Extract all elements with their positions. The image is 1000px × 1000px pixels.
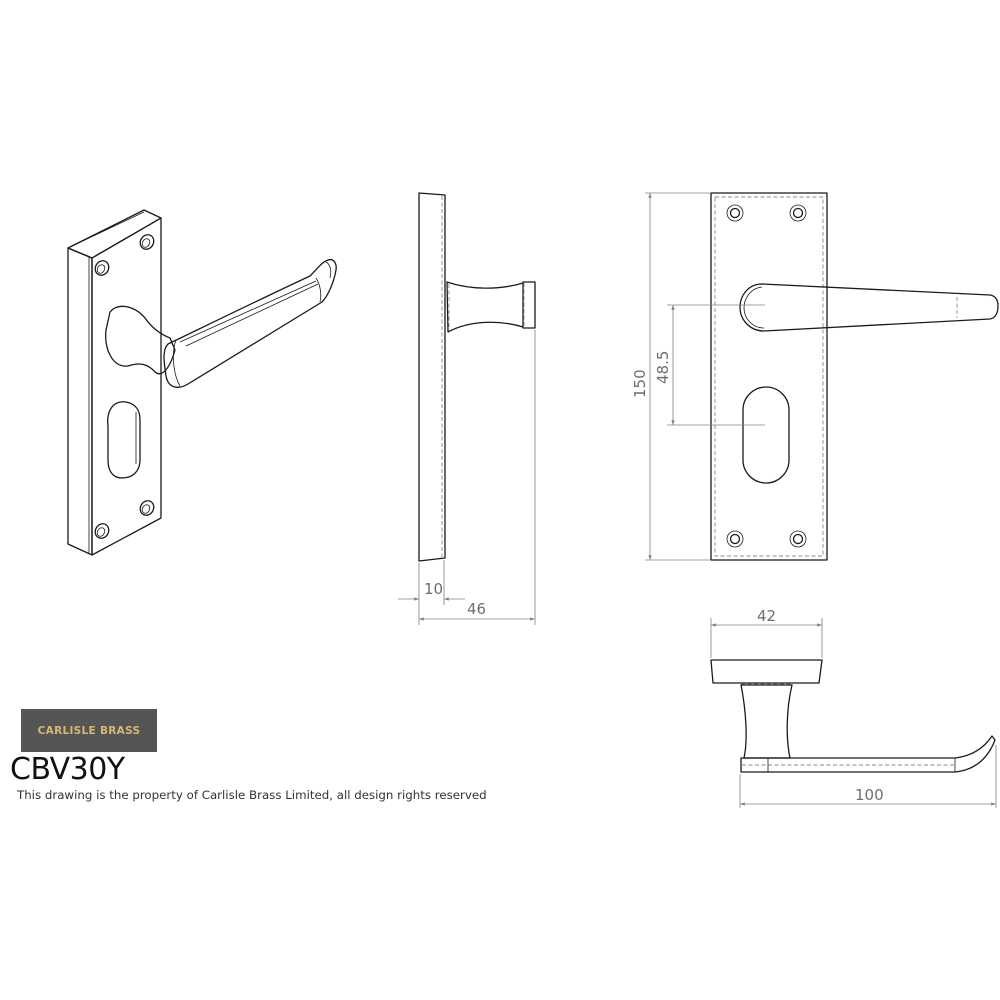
side-view: 10 46	[398, 192, 536, 625]
lever-arm	[163, 258, 337, 388]
keyhole-slot	[107, 401, 141, 479]
dim-height: 150	[631, 369, 649, 398]
front-view: 150 48.5	[631, 192, 999, 561]
side-lever-end	[522, 281, 536, 329]
backplate-side-face	[67, 247, 93, 556]
side-rose	[446, 281, 524, 333]
copyright-notice: This drawing is the property of Carlisle…	[17, 788, 487, 802]
dim-centres: 48.5	[654, 351, 672, 384]
top-rose	[740, 684, 793, 759]
dim-backplate-width: 42	[757, 607, 776, 625]
screw-hole-icon	[94, 234, 155, 539]
top-view: 42 100	[710, 607, 997, 808]
side-backplate	[418, 192, 446, 562]
front-lever	[739, 283, 999, 332]
dim-lever-length: 100	[855, 786, 884, 804]
product-code: CBV30Y	[10, 752, 125, 787]
screw-hole-icon	[726, 204, 807, 548]
front-keyhole	[742, 386, 790, 484]
backplate-front-face	[91, 217, 162, 556]
front-backplate	[710, 192, 828, 561]
isometric-view	[67, 209, 337, 556]
top-lever	[740, 735, 996, 773]
dim-backplate-thickness: 10	[424, 580, 443, 598]
backplate-top-face	[67, 209, 162, 259]
dim-projection: 46	[467, 600, 486, 618]
brand-logo-text: CARLISLE BRASS	[37, 724, 141, 737]
top-backplate	[710, 659, 823, 684]
brand-logo: CARLISLE BRASS	[21, 709, 157, 752]
